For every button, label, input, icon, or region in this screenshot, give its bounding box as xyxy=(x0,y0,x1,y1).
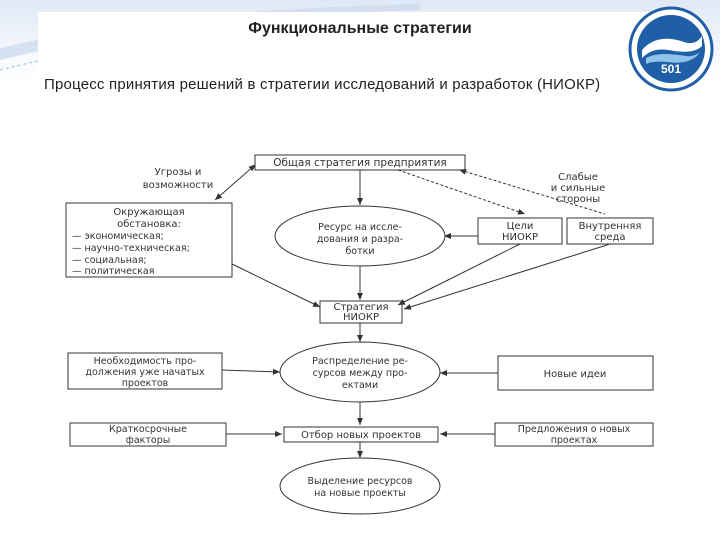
distribution-line3: ектами xyxy=(342,380,378,391)
resource-line2: дования и разра- xyxy=(317,234,403,245)
logo-number: 501 xyxy=(661,62,681,76)
goals-line1: Цели xyxy=(507,221,534,232)
environment-line2: обстановка: xyxy=(117,219,181,230)
environment-line1: Окружающая xyxy=(113,207,184,218)
new-ideas-box: Новые идеи xyxy=(544,369,607,380)
slide-content-area xyxy=(38,12,650,527)
short-term-line2: факторы xyxy=(126,435,171,446)
university-logo: 501 xyxy=(628,6,714,92)
weak-strong-line1: Слабые xyxy=(558,172,598,183)
allocation-line2: на новые проекты xyxy=(314,488,406,499)
continuation-line3: проектов xyxy=(122,378,169,389)
threats-label-line1: Угрозы и xyxy=(155,167,202,178)
resource-line1: Ресурс на иссле- xyxy=(318,222,402,233)
short-term-line1: Краткосрочные xyxy=(109,424,187,435)
goals-line2: НИОКР xyxy=(502,232,538,243)
selection-box: Отбор новых проектов xyxy=(301,430,421,441)
internal-line2: среда xyxy=(594,232,625,243)
proposals-line1: Предложения о новых xyxy=(518,424,631,435)
environment-item-social: — социальная; xyxy=(72,255,147,266)
proposals-line2: проектах xyxy=(551,435,598,446)
slide-subtitle: Процесс принятия решений в стратегии исс… xyxy=(44,76,601,93)
weak-strong-line3: стороны xyxy=(556,194,600,205)
environment-item-economic: — экономическая; xyxy=(72,231,164,242)
rd-strategy-line1: Стратегия xyxy=(333,302,388,313)
rd-strategy-line2: НИОКР xyxy=(343,312,379,323)
distribution-line1: Распределение ре- xyxy=(312,356,408,367)
weak-strong-line2: и сильные xyxy=(551,183,606,194)
environment-item-scitech: — научно-техническая; xyxy=(72,243,190,254)
internal-line1: Внутренняя xyxy=(579,221,642,232)
general-strategy-box: Общая стратегия предприятия xyxy=(273,157,446,169)
allocation-line1: Выделение ресурсов xyxy=(308,476,413,487)
slide-title: Функциональные стратегии xyxy=(248,20,472,37)
threats-label-line2: возможности xyxy=(143,180,213,191)
resource-line3: ботки xyxy=(345,246,374,257)
environment-item-political: — политическая xyxy=(72,266,154,277)
continuation-line2: должения уже начатых xyxy=(85,367,205,378)
distribution-line2: сурсов между про- xyxy=(313,368,408,379)
continuation-line1: Необходимость про- xyxy=(94,356,197,367)
